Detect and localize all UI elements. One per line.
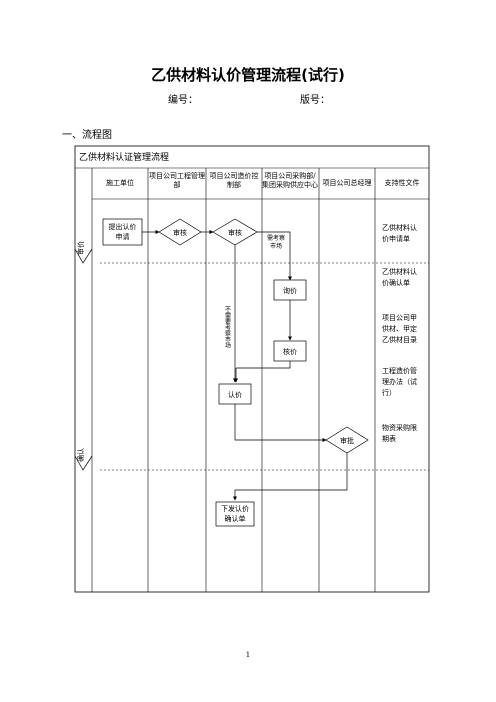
- support-doc-procurement-schedule: 物资采购限: [382, 423, 417, 432]
- edge-label-no-market: 不需要考察市场: [224, 306, 231, 349]
- node-review-engineering: [158, 218, 202, 246]
- support-doc-cost-rules-2: 理办法（试: [382, 377, 417, 386]
- column-header-cost-control: 项目公司造价控: [210, 171, 259, 180]
- arrow-confirm-to-approve: [234, 404, 327, 443]
- arrow-check-to-confirm-path: [236, 361, 291, 369]
- support-doc-procurement-schedule-2: 期表: [382, 434, 396, 443]
- document-version-label: 版号：: [300, 95, 330, 106]
- document-title: 乙供材料认价管理流程(试行): [151, 66, 345, 84]
- column-header-procurement: 项目公司采购部/: [264, 171, 316, 180]
- node-apply-label: 提出认价: [109, 222, 137, 231]
- node-issue-label: 下发认价: [221, 504, 249, 513]
- column-header-contractor: 施工单位: [106, 178, 134, 187]
- document-code-label: 编号：: [168, 95, 198, 106]
- node-check-price-label: 核价: [283, 347, 297, 356]
- support-doc-catalog-2: 供材、甲定: [382, 324, 417, 333]
- node-approve: [325, 426, 369, 454]
- phase-marker: [74, 248, 93, 264]
- column-header-general-manager: 项目公司总经理: [323, 178, 372, 187]
- phase-marker: [74, 455, 93, 471]
- node-review-engineering-label: 审核: [173, 228, 187, 237]
- phase-label-review: 审价: [76, 241, 85, 255]
- support-doc-application-2: 价申请单: [382, 234, 410, 243]
- node-confirm-price-label: 认价: [228, 390, 242, 399]
- node-review-cost: [212, 218, 258, 246]
- support-doc-cost-rules: 工程造价管: [382, 366, 417, 375]
- node-approve-label: 审批: [340, 436, 354, 445]
- edge-label-need-market-2: 市场: [270, 242, 282, 250]
- phase-label-confirm: 确认: [76, 448, 85, 462]
- support-doc-catalog-3: 乙供材目录: [382, 335, 417, 344]
- node-apply: [102, 218, 143, 246]
- node-review-cost-label: 审核: [228, 228, 242, 237]
- column-header-support-docs: 支持性文件: [385, 178, 420, 187]
- node-apply-label-2: 申请: [116, 232, 130, 241]
- support-doc-cost-rules-3: 行）: [382, 388, 396, 397]
- arrow-approve-to-issue: [232, 452, 348, 501]
- flowchart-title: 乙供材料认证管理流程: [79, 151, 169, 163]
- column-header-engineering-2: 部: [174, 180, 181, 189]
- support-doc-application: 乙供材料认: [382, 223, 417, 232]
- node-inquiry: [273, 279, 307, 301]
- arrow-review-to-inquiry: [256, 231, 293, 281]
- column-header-procurement-2: 集团采购供应中心: [262, 180, 318, 189]
- node-confirm-price: [218, 383, 252, 405]
- section-heading: 一、流程图: [62, 130, 112, 141]
- column-header-engineering: 项目公司工程管理: [149, 171, 205, 180]
- node-issue-label-2: 确认单: [225, 514, 246, 523]
- node-check-price: [273, 340, 307, 362]
- page-number: 1: [245, 651, 251, 659]
- node-issue: [215, 501, 255, 527]
- support-doc-catalog: 项目公司甲: [382, 314, 417, 322]
- flowchart-frame: [74, 145, 430, 593]
- column-header-cost-control-2: 制部: [227, 180, 241, 189]
- edge-label-need-market: 需考察: [267, 234, 285, 242]
- support-doc-confirmation: 乙供材料认: [382, 267, 417, 276]
- support-doc-confirmation-2: 价确认单: [382, 278, 410, 287]
- node-inquiry-label: 询价: [283, 286, 297, 295]
